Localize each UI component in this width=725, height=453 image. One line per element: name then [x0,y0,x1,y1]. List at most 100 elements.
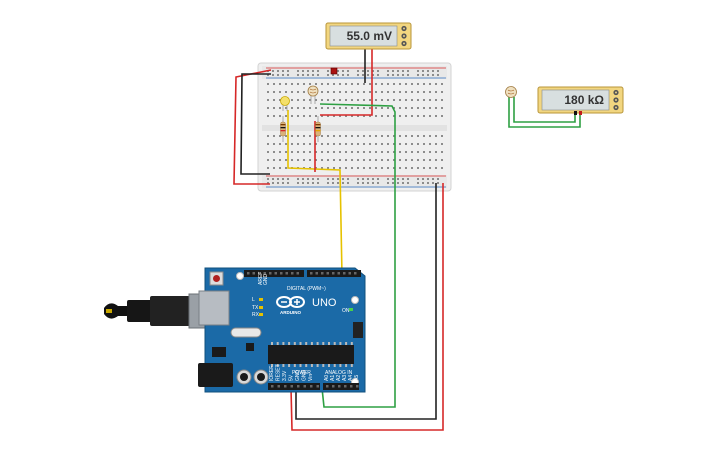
digital-header-low[interactable] [244,270,304,277]
breadboard-hole[interactable] [369,99,371,101]
digital-pin[interactable] [348,272,352,275]
breadboard-hole[interactable] [342,70,344,72]
breadboard-hole[interactable] [303,151,305,153]
breadboard-hole[interactable] [432,74,434,76]
breadboard-hole[interactable] [351,107,353,109]
digital-pin[interactable] [285,272,289,275]
breadboard-hole[interactable] [267,107,269,109]
breadboard-hole[interactable] [312,182,314,184]
breadboard-hole[interactable] [397,70,399,72]
breadboard-hole[interactable] [279,83,281,85]
breadboard-hole[interactable] [429,143,431,145]
breadboard-hole[interactable] [273,91,275,93]
breadboard-hole[interactable] [429,159,431,161]
breadboard-hole[interactable] [393,167,395,169]
breadboard-hole[interactable] [303,143,305,145]
breadboard-hole[interactable] [339,151,341,153]
digital-pin[interactable] [296,272,300,275]
breadboard-hole[interactable] [437,178,439,180]
breadboard-hole[interactable] [375,159,377,161]
breadboard-hole[interactable] [333,167,335,169]
breadboard-hole[interactable] [342,74,344,76]
breadboard-hole[interactable] [381,151,383,153]
breadboard-hole[interactable] [393,107,395,109]
breadboard-hole[interactable] [273,115,275,117]
breadboard-hole[interactable] [327,70,329,72]
breadboard-hole[interactable] [345,159,347,161]
breadboard-hole[interactable] [273,107,275,109]
breadboard-hole[interactable] [307,178,309,180]
breadboard-hole[interactable] [315,99,317,101]
breadboard-hole[interactable] [309,151,311,153]
wire-green-analog[interactable] [319,103,396,408]
breadboard-hole[interactable] [375,151,377,153]
breadboard-hole[interactable] [285,83,287,85]
breadboard-hole[interactable] [387,83,389,85]
breadboard-hole[interactable] [339,115,341,117]
breadboard-hole[interactable] [279,159,281,161]
breadboard-hole[interactable] [429,151,431,153]
breadboard-hole[interactable] [303,91,305,93]
breadboard-hole[interactable] [339,99,341,101]
breadboard-hole[interactable] [423,143,425,145]
breadboard-hole[interactable] [333,107,335,109]
breadboard-hole[interactable] [267,151,269,153]
breadboard-hole[interactable] [321,99,323,101]
breadboard-hole[interactable] [405,107,407,109]
breadboard-hole[interactable] [435,107,437,109]
breadboard-hole[interactable] [427,182,429,184]
breadboard-hole[interactable] [387,143,389,145]
breadboard-hole[interactable] [291,115,293,117]
breadboard-hole[interactable] [287,74,289,76]
breadboard-hole[interactable] [272,74,274,76]
breadboard-hole[interactable] [363,115,365,117]
breadboard-hole[interactable] [357,70,359,72]
breadboard-hole[interactable] [387,178,389,180]
breadboard-hole[interactable] [399,99,401,101]
breadboard-hole[interactable] [432,178,434,180]
breadboard-hole[interactable] [351,159,353,161]
breadboard-hole[interactable] [387,167,389,169]
breadboard-hole[interactable] [345,99,347,101]
breadboard-hole[interactable] [417,159,419,161]
breadboard-hole[interactable] [405,83,407,85]
breadboard-hole[interactable] [393,83,395,85]
wire-green-ohm-lead-2[interactable] [513,97,576,123]
breadboard-hole[interactable] [309,115,311,117]
breadboard-hole[interactable] [273,159,275,161]
breadboard-hole[interactable] [441,99,443,101]
breadboard-hole[interactable] [397,178,399,180]
breadboard-hole[interactable] [267,91,269,93]
breadboard-hole[interactable] [411,83,413,85]
breadboard-hole[interactable] [387,99,389,101]
breadboard-hole[interactable] [423,99,425,101]
breadboard-hole[interactable] [287,182,289,184]
breadboard-hole[interactable] [267,143,269,145]
breadboard-hole[interactable] [399,143,401,145]
breadboard-hole[interactable] [363,107,365,109]
breadboard-hole[interactable] [297,159,299,161]
breadboard-hole[interactable] [377,178,379,180]
breadboard-hole[interactable] [375,115,377,117]
breadboard-hole[interactable] [327,115,329,117]
breadboard-hole[interactable] [399,151,401,153]
breadboard-hole[interactable] [369,159,371,161]
breadboard-hole[interactable] [437,182,439,184]
breadboard-hole[interactable] [357,143,359,145]
breadboard-hole[interactable] [367,70,369,72]
breadboard-hole[interactable] [282,178,284,180]
breadboard-hole[interactable] [327,151,329,153]
breadboard-hole[interactable] [441,91,443,93]
breadboard-hole[interactable] [432,70,434,72]
breadboard-hole[interactable] [291,91,293,93]
breadboard-hole[interactable] [342,182,344,184]
breadboard-hole[interactable] [327,74,329,76]
breadboard-hole[interactable] [297,83,299,85]
breadboard-hole[interactable] [339,91,341,93]
breadboard-hole[interactable] [345,135,347,137]
breadboard-hole[interactable] [291,143,293,145]
breadboard-hole[interactable] [375,91,377,93]
breadboard-hole[interactable] [309,167,311,169]
breadboard-hole[interactable] [363,91,365,93]
